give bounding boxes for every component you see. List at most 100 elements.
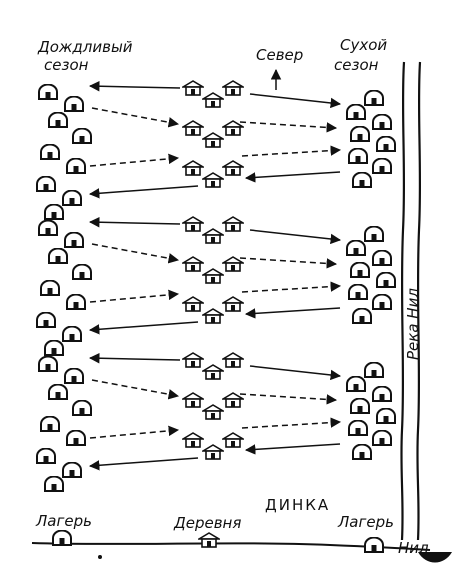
rainy-camp-icon — [62, 462, 82, 478]
village-hut-icon — [202, 92, 224, 108]
river-nile-label: Река Нил — [404, 288, 422, 360]
dry-camp-icon — [376, 408, 396, 424]
dry-migration-arrow-dashed — [239, 257, 338, 269]
rainy-camp-icon — [38, 356, 58, 372]
village-hut-icon — [182, 432, 204, 448]
rainy-camp-icon — [44, 476, 64, 492]
dry-camp-icon — [372, 158, 392, 174]
legend-camp-left-icon — [52, 530, 72, 546]
village-hut-icon — [182, 392, 204, 408]
village-hut-icon — [222, 392, 244, 408]
rainy-migration-arrow-solid — [244, 307, 341, 319]
rainy-migration-arrow-solid — [88, 185, 199, 199]
rainy-camp-icon — [38, 220, 58, 236]
village-hut-icon — [202, 268, 224, 284]
rainy-camp-icon — [40, 280, 60, 296]
rainy-camp-icon — [44, 340, 64, 356]
nile-river-bank-right — [416, 61, 422, 541]
village-hut-icon — [222, 80, 244, 96]
rainy-camp-icon — [44, 204, 64, 220]
nile-river-bank-left — [400, 61, 406, 541]
rainy-camp-icon — [48, 248, 68, 264]
village-hut-icon — [202, 404, 224, 420]
village-hut-icon — [182, 352, 204, 368]
village-hut-icon — [202, 132, 224, 148]
legend-camp-right-label: Лагерь — [337, 513, 394, 531]
tribe-label: ДИНКА — [265, 496, 330, 514]
dry-camp-icon — [364, 226, 384, 242]
dry-camp-icon — [348, 148, 368, 164]
rainy-migration-arrow-solid — [249, 93, 342, 109]
village-hut-icon — [182, 216, 204, 232]
rainy-camp-icon — [36, 448, 56, 464]
dry-camp-icon — [364, 90, 384, 106]
rainy-migration-arrow-solid — [88, 321, 199, 335]
dry-camp-icon — [348, 420, 368, 436]
rainy-camp-icon — [38, 84, 58, 100]
rainy-camp-icon — [40, 144, 60, 160]
rainy-migration-arrow-solid — [88, 80, 181, 92]
dry-camp-icon — [372, 294, 392, 310]
rainy-migration-arrow-solid — [88, 457, 199, 471]
village-hut-icon — [202, 444, 224, 460]
dry-camp-icon — [346, 376, 366, 392]
dry-migration-arrow-dashed — [89, 425, 180, 439]
dry-camp-icon — [346, 240, 366, 256]
village-hut-icon — [182, 296, 204, 312]
village-hut-icon — [222, 432, 244, 448]
village-hut-icon — [222, 160, 244, 176]
dry-migration-arrow-dashed — [91, 379, 180, 400]
rainy-camp-icon — [62, 190, 82, 206]
rainy-season-label-line1: Дождливый — [37, 38, 133, 56]
rainy-migration-arrow-solid — [244, 443, 341, 455]
rainy-camp-icon — [36, 312, 56, 328]
dry-camp-icon — [376, 136, 396, 152]
rainy-camp-icon — [66, 430, 86, 446]
rainy-camp-icon — [72, 264, 92, 280]
rainy-migration-arrow-solid — [244, 171, 341, 183]
village-hut-icon — [202, 172, 224, 188]
dry-camp-icon — [348, 284, 368, 300]
rainy-migration-arrow-solid — [249, 365, 342, 381]
dry-camp-icon — [352, 172, 372, 188]
dry-camp-icon — [350, 398, 370, 414]
rainy-season-label-line2: сезон — [44, 56, 89, 74]
dry-migration-arrow-dashed — [91, 243, 180, 264]
stray-dot — [98, 555, 102, 559]
legend-camp-right-icon — [364, 537, 384, 553]
dry-camp-icon — [372, 114, 392, 130]
legend-camp-left-label: Лагерь — [35, 512, 92, 530]
rainy-camp-icon — [66, 294, 86, 310]
dry-migration-arrow-dashed — [241, 417, 342, 429]
rainy-migration-arrow-solid — [88, 352, 181, 364]
village-hut-icon — [182, 120, 204, 136]
rainy-camp-icon — [64, 96, 84, 112]
rainy-camp-icon — [72, 128, 92, 144]
dry-migration-arrow-dashed — [239, 393, 338, 405]
village-hut-icon — [182, 256, 204, 272]
dry-camp-icon — [372, 386, 392, 402]
dry-migration-arrow-dashed — [241, 281, 342, 293]
rainy-camp-icon — [62, 326, 82, 342]
dry-season-label-line2: сезон — [334, 56, 379, 74]
village-hut-icon — [222, 352, 244, 368]
dry-camp-icon — [350, 262, 370, 278]
dry-migration-arrow-dashed — [241, 145, 342, 157]
dry-camp-icon — [350, 126, 370, 142]
rainy-camp-icon — [66, 158, 86, 174]
dry-migration-arrow-dashed — [89, 153, 180, 167]
north-label: Север — [256, 46, 303, 64]
rainy-camp-icon — [64, 232, 84, 248]
dry-migration-arrow-dashed — [91, 107, 180, 128]
village-hut-icon — [202, 228, 224, 244]
dry-season-label-line1: Сухой — [340, 36, 387, 54]
village-hut-icon — [222, 216, 244, 232]
village-hut-icon — [202, 364, 224, 380]
rainy-camp-icon — [36, 176, 56, 192]
dry-migration-arrow-dashed — [239, 121, 338, 133]
rainy-camp-icon — [72, 400, 92, 416]
dry-camp-icon — [376, 272, 396, 288]
dry-camp-icon — [346, 104, 366, 120]
dry-camp-icon — [352, 308, 372, 324]
